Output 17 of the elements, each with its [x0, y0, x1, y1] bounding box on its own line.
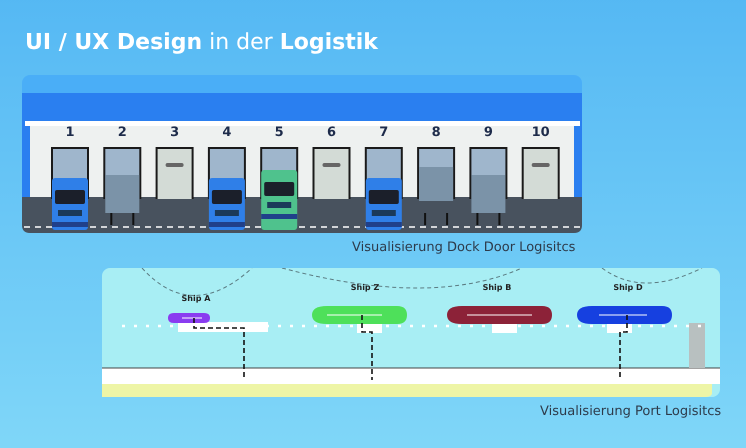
ship-name: Ship D: [612, 283, 644, 292]
dock-number: 1: [64, 125, 76, 140]
dock-number: 8: [430, 125, 442, 140]
dock-number: 3: [169, 125, 180, 140]
ship-name: Ship B: [482, 283, 512, 292]
dock-number: 6: [326, 125, 338, 140]
ship-name: Ship A: [180, 294, 212, 303]
dock-number: 5: [274, 125, 285, 140]
dock-number: 2: [116, 125, 128, 140]
dock-number: 9: [482, 125, 494, 140]
ship-name: Ship Z: [350, 283, 380, 292]
dock-number: 7: [378, 125, 390, 140]
dock-number: 4: [221, 125, 232, 140]
dock-number: 10: [530, 125, 551, 140]
caption: Visualisierung Port Logisitcs: [540, 404, 722, 419]
title: UI / UX Design in der Logistik: [25, 30, 378, 55]
caption: Visualisierung Dock Door Logisitcs: [352, 240, 576, 255]
